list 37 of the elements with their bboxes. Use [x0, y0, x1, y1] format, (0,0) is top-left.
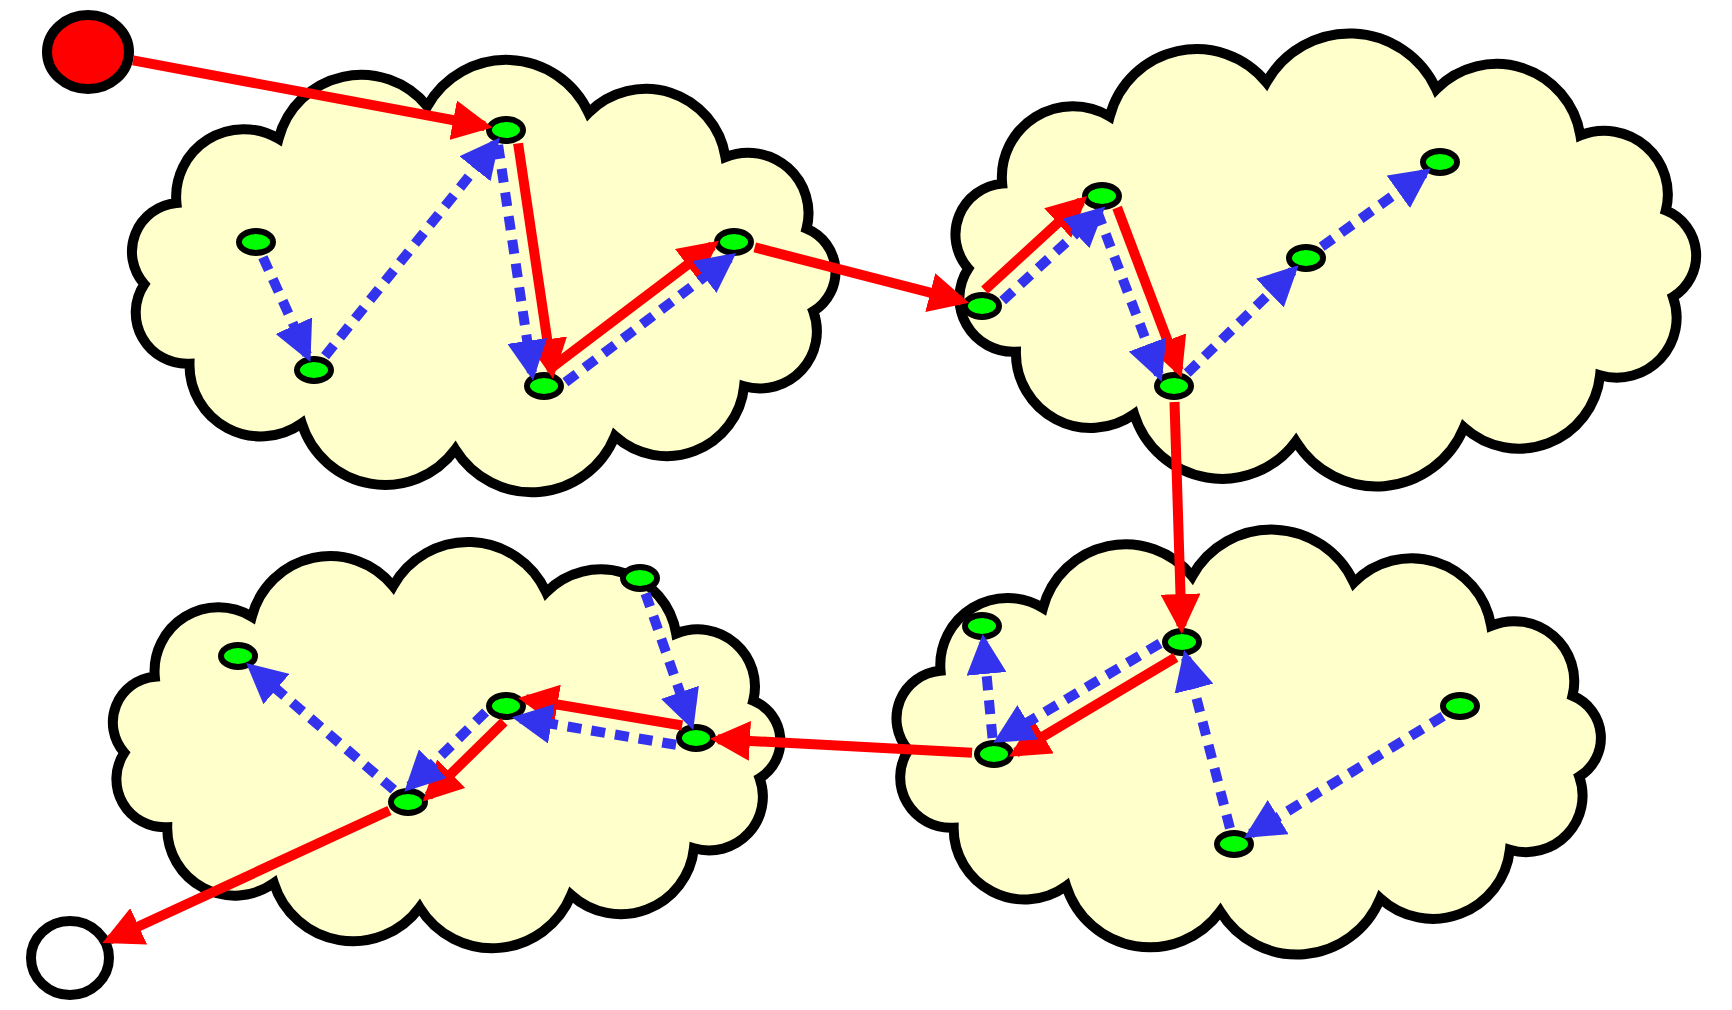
- arrow: [966, 634, 1007, 739]
- arrow: [709, 720, 973, 761]
- dot-node: [1214, 830, 1254, 858]
- dot-node: [974, 740, 1014, 768]
- arrow: [422, 718, 508, 802]
- arrow: [1174, 650, 1235, 830]
- arrow: [132, 55, 493, 140]
- dot-node: [620, 564, 660, 592]
- dot-node: [524, 372, 564, 400]
- circle-marker: [28, 918, 112, 998]
- arrow: [562, 252, 737, 387]
- arrow: [511, 704, 677, 750]
- dot-node: [962, 612, 1002, 640]
- arrow: [518, 684, 684, 731]
- arrow: [321, 137, 500, 360]
- dot-node: [676, 724, 716, 752]
- dot-node: [486, 116, 526, 144]
- arrow: [640, 591, 699, 731]
- dot-node: [388, 788, 428, 816]
- arrow: [493, 144, 547, 381]
- dot-node: [714, 228, 754, 256]
- arrow: [404, 708, 490, 792]
- arrow: [993, 639, 1163, 743]
- dot-node: [218, 642, 258, 670]
- arrow: [513, 142, 567, 379]
- dot-node: [1162, 628, 1202, 656]
- arrow: [753, 242, 969, 312]
- arrow: [1009, 653, 1179, 757]
- arrow: [1244, 712, 1446, 838]
- arrow: [246, 663, 398, 794]
- arrow: [258, 255, 313, 363]
- arrow: [102, 806, 392, 945]
- circle-marker: [44, 12, 132, 92]
- dot-node: [1440, 692, 1480, 720]
- dot-node: [486, 692, 526, 720]
- dot-node: [236, 228, 276, 256]
- dot-node: [294, 356, 334, 384]
